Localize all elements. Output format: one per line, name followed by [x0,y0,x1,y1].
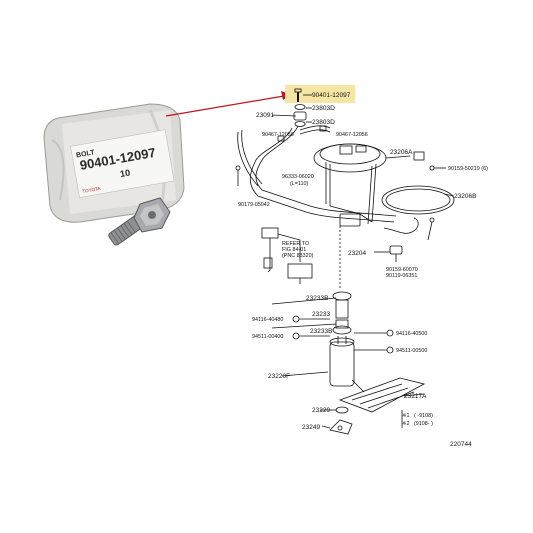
label-23249: 23249 [302,424,320,431]
label-94116-40500: 94116-40500 [396,331,427,337]
bag-label-word: BOLT [76,149,96,159]
label-90179-05042: 90179-05042 [238,202,270,208]
label-90159-60070: 90159-60070 [386,267,418,273]
label-refer-to: REFER TO [282,241,309,247]
figure-number: 220744 [450,441,472,448]
label-94511-00400: 94511-00400 [252,334,283,340]
union-bolt-photo [108,197,171,246]
label-90119-06351: 90119-06351 [386,273,417,279]
label-23233b-lower: 23233B [310,328,332,335]
note-range-1: ( -9108) [414,413,433,419]
label-23803d-upper: 23803D [312,105,335,112]
note-mark-1: ※1 [402,413,410,419]
label-94116-40480: 94116-40480 [252,317,283,323]
label-23233b-upper: 23233B [306,295,328,302]
note-range-2: (9108- ) [414,421,433,427]
label-refer-fig: FIG 84-01 [282,247,306,253]
highlight-box [285,85,355,103]
label-90467-12056-left: 90467-12056 [262,132,294,138]
union-bolt-icon [294,88,302,102]
product-photo: BOLT 90401-12097 10 TOYOTA [43,103,185,246]
label-94511-00500: 94511-00500 [396,348,427,354]
label-96333-06020: 96333-06020 [282,174,314,180]
label-23091: 23091 [256,112,274,119]
bag-label: BOLT 90401-12097 10 TOYOTA [70,129,175,198]
label-23204: 23204 [348,250,366,257]
label-refer-pnc: (PNC 83320) [282,253,314,259]
diagram-labels: 90401-12097 23803D 23091 23803D 90467-12… [238,92,488,448]
label-23206b: 23206B [454,193,476,200]
label-96333-length: (L=110) [290,181,309,187]
label-23206a: 23206A [390,149,413,156]
label-23220f: 23220F [268,373,290,380]
bag-brand: TOYOTA [82,186,101,194]
label-90159-50219: 90159-50219 (6) [448,166,488,172]
label-highlight-part-number: 90401-12097 [312,92,351,99]
diagram-lines [235,85,455,435]
label-23803d-lower: 23803D [312,119,335,126]
label-90467-12056-right: 90467-12056 [336,132,368,138]
note-mark-2: ※2 [402,421,410,427]
label-23229: 23229 [312,407,330,414]
label-23233: 23233 [312,311,330,318]
bag-quantity: 10 [119,168,131,180]
label-23217a: 23217A [404,393,427,400]
